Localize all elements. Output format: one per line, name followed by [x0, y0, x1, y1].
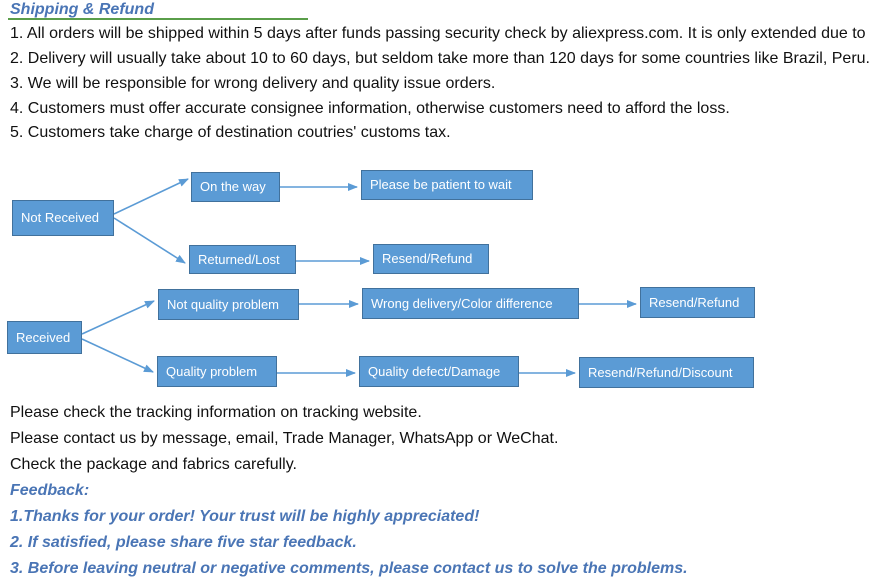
box-not-received: Not Received [12, 200, 114, 236]
note-check-package: Check the package and fabrics carefully. [10, 456, 297, 473]
flowchart-arrows [81, 178, 637, 377]
note-tracking: Please check the tracking information on… [10, 404, 422, 421]
box-quality-problem: Quality problem [157, 356, 277, 387]
policy-line-4: 4. Customers must offer accurate consign… [10, 100, 730, 117]
box-on-the-way: On the way [191, 172, 280, 202]
box-resend-refund-discount: Resend/Refund/Discount [579, 357, 754, 388]
policy-line-3: 3. We will be responsible for wrong deli… [10, 75, 496, 92]
box-returned-lost: Returned/Lost [189, 245, 296, 274]
shipping-heading: Shipping & Refund [10, 1, 154, 18]
arrow-received-to-quality [81, 338, 154, 373]
shipping-heading-rule [8, 18, 308, 20]
box-resend-refund-2: Resend/Refund [640, 287, 755, 318]
note-contact: Please contact us by message, email, Tra… [10, 430, 559, 447]
policy-line-5: 5. Customers take charge of destination … [10, 124, 451, 141]
arrow-not-received-to-on-the-way [113, 178, 189, 215]
feedback-line-2: 2. If satisfied, please share five star … [10, 534, 357, 551]
arrow-received-to-not-quality [81, 300, 155, 335]
box-not-quality-problem: Not quality problem [158, 289, 299, 320]
feedback-line-1: 1.Thanks for your order! Your trust will… [10, 508, 480, 525]
feedback-heading: Feedback: [10, 482, 90, 499]
box-resend-refund-1: Resend/Refund [373, 244, 489, 274]
policy-line-1: 1. All orders will be shipped within 5 d… [10, 25, 866, 42]
box-wrong-delivery: Wrong delivery/Color difference [362, 288, 579, 319]
arrow-not-received-to-returned [113, 217, 186, 264]
policy-line-2: 2. Delivery will usually take about 10 t… [10, 50, 870, 67]
box-received: Received [7, 321, 82, 354]
box-quality-defect: Quality defect/Damage [359, 356, 519, 387]
feedback-line-3: 3. Before leaving neutral or negative co… [10, 560, 688, 577]
box-be-patient: Please be patient to wait [361, 170, 533, 200]
